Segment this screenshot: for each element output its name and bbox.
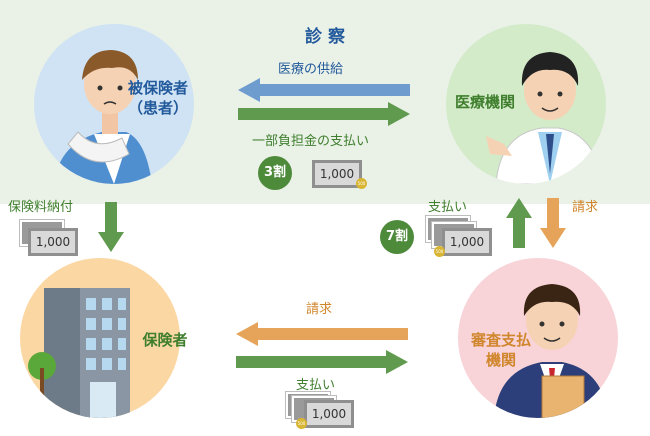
claim-bottom-label: 請求 xyxy=(306,302,333,317)
money-bill: 1,000 xyxy=(442,228,492,256)
review-label: 審査支払 機関 xyxy=(470,331,531,370)
money-bill: 1,000 xyxy=(312,160,362,188)
money-bill: 1,000 xyxy=(28,228,78,256)
money-coin: 500 xyxy=(296,418,307,429)
premium-label: 保険料納付 xyxy=(8,200,74,215)
ratio-7-badge: 7割 xyxy=(380,220,414,254)
medical-node xyxy=(446,24,606,184)
building-figure xyxy=(28,288,130,418)
insurer-node xyxy=(20,258,180,418)
medical-label: 医療機関 xyxy=(454,93,515,111)
provide-care-label: 医療の供給 xyxy=(278,62,344,77)
payment-right-label: 支払い xyxy=(428,200,468,215)
payment-bottom-label: 支払い xyxy=(296,378,336,393)
diagram-title: 診 察 xyxy=(305,27,345,47)
partial-payment-arrow xyxy=(238,102,410,126)
premium-arrow xyxy=(98,202,124,252)
insured-label: 被保険者 （患者） xyxy=(127,79,188,118)
claim-bottom-arrow xyxy=(236,322,408,346)
insurer-label: 保険者 xyxy=(142,331,188,349)
ratio-3-badge: 3割 xyxy=(258,156,292,190)
money-coin: 500 xyxy=(434,246,445,257)
provide-care-arrow xyxy=(238,78,410,102)
claim-down-arrow xyxy=(540,198,566,248)
staff-figure xyxy=(494,284,608,418)
patient-figure xyxy=(54,50,152,184)
payment-bottom-arrow xyxy=(236,350,408,374)
money-bill: 1,000 xyxy=(304,400,354,428)
money-coin: 500 xyxy=(356,178,367,189)
insured-node xyxy=(34,24,194,184)
review-node xyxy=(458,258,618,418)
payment-up-arrow xyxy=(506,198,532,248)
claim-right-label: 請求 xyxy=(572,200,599,215)
partial-payment-label: 一部負担金の支払い xyxy=(252,134,370,149)
